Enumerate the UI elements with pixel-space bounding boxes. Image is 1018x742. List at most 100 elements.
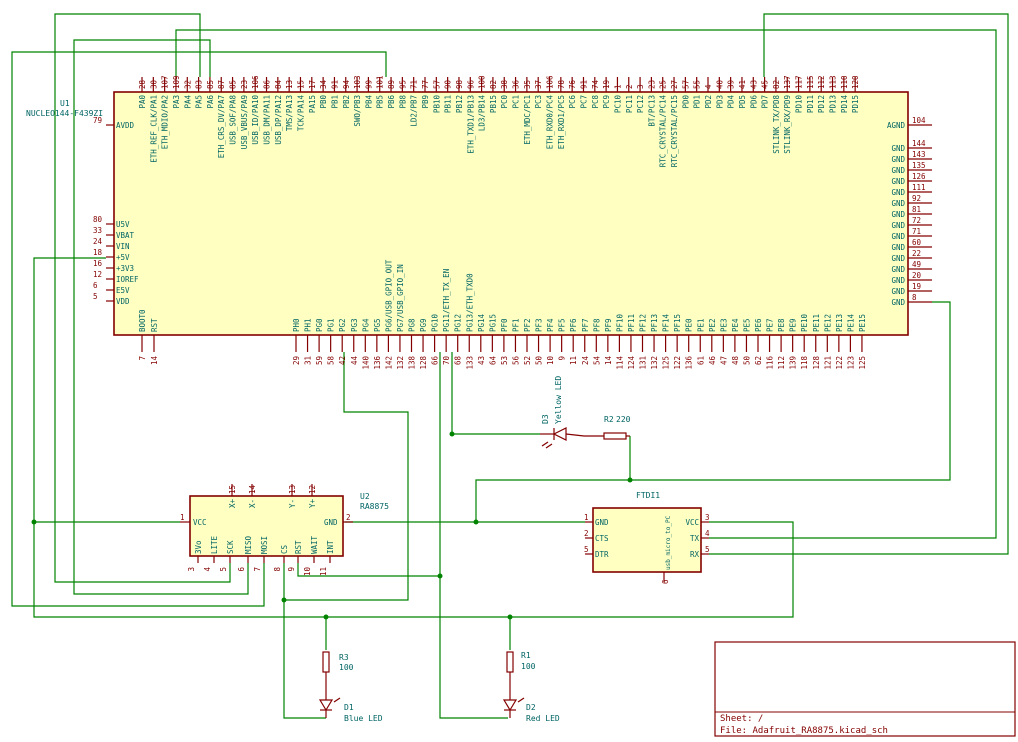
- u1-pin-num: 71: [912, 227, 921, 236]
- u1-pin-name: PF10: [615, 313, 624, 332]
- u2-pin-name: X-: [248, 499, 257, 508]
- u1-pin-name: PB0: [319, 95, 328, 109]
- led-d3[interactable]: D3 Yellow LED: [540, 376, 585, 449]
- u1-pin-name: PD7: [761, 95, 770, 109]
- u1-pin-num: 44: [350, 356, 359, 366]
- u1-pin-num: 18: [93, 248, 103, 257]
- u1-pin-name: PF12: [639, 314, 648, 332]
- u1-pin-num: 61: [696, 356, 705, 365]
- u1-pin-num: 112: [817, 75, 826, 89]
- led-d2[interactable]: D2 Red LED: [502, 697, 560, 723]
- ftdi-pin-name: GND: [595, 518, 609, 527]
- u1-pin-num: 14: [604, 356, 613, 366]
- u1-pin-num: 29: [292, 356, 301, 365]
- junction: [473, 519, 479, 525]
- led-d1[interactable]: D1 Blue LED: [318, 697, 383, 723]
- u1-pin-num: 89: [387, 80, 396, 89]
- u1-pin-num: 2: [625, 84, 634, 89]
- u1-pin-name: PE11: [812, 314, 821, 332]
- u1-pin-num: 30: [149, 79, 158, 89]
- u1-pin-num: 16: [93, 259, 103, 268]
- u1-pin-name: PF15: [673, 314, 682, 332]
- ftdi-pin-6-num: 6: [661, 579, 670, 584]
- u1-pin-name: PB15: [489, 95, 498, 113]
- u1-pin-name: GND: [891, 188, 905, 197]
- d1-value: Blue LED: [344, 714, 383, 723]
- u1-pin-name: PG1: [327, 318, 336, 332]
- u2-body[interactable]: [189, 495, 344, 557]
- u1-pin-name: PF11: [627, 314, 636, 332]
- u1-pin-num: 50: [535, 356, 544, 366]
- u1-pin-name: PC1: [512, 95, 521, 109]
- d3-ref: D3: [541, 414, 550, 424]
- u1-pin-name: +3V3: [116, 264, 134, 273]
- wire-ftdi-tx: [175, 29, 997, 539]
- u1-pin-name: PG9: [419, 318, 428, 332]
- u1-pin-name: PD3: [715, 95, 724, 109]
- u2-bottom-pins: 33Vo4LITE5SCK6MISO7MOSI8CS9RST10WAIT11IN…: [187, 535, 335, 576]
- u1-pin-name: PA15: [308, 95, 317, 113]
- d3-body[interactable]: [552, 427, 567, 441]
- u1-body[interactable]: [113, 91, 909, 336]
- u1-ref: U1: [60, 99, 70, 108]
- u1-pin-name: PB10: [432, 95, 441, 114]
- u1-pin-name: PE15: [858, 314, 867, 332]
- u1-pin-num: 140: [361, 356, 370, 370]
- u1-pin-num: 121: [823, 356, 832, 370]
- d1-body[interactable]: [318, 699, 334, 712]
- d2-body[interactable]: [502, 699, 518, 712]
- u1-pin-name: PC0: [500, 95, 509, 109]
- u1-pin-num: 58: [327, 356, 336, 366]
- u1-pin-num: 19: [912, 282, 921, 291]
- u1-pin-name: PE5: [742, 318, 751, 332]
- d1-ref: D1: [344, 703, 354, 712]
- ftdi-pin-num: 3: [705, 513, 710, 522]
- ra8875-module[interactable]: U2 RA8875 1 VCC 2 GND 15X+14X-13Y-12Y+ 3…: [180, 484, 389, 576]
- resistor-r1[interactable]: R1 100: [506, 651, 536, 700]
- u2-pin-name: INT: [326, 540, 335, 554]
- u2-pin-name: SCK: [226, 540, 235, 554]
- ftdi-ref: FTDI1: [636, 491, 660, 500]
- u1-pin-num: 138: [408, 356, 417, 370]
- u1-pin-name: PD10: [795, 95, 804, 114]
- r2-body[interactable]: [603, 432, 627, 440]
- ftdi-pin-name: TX: [690, 534, 700, 543]
- u1-pin-num: 54: [592, 356, 601, 366]
- resistor-r3[interactable]: R3 100: [322, 651, 354, 700]
- u1-pin-num: 20: [912, 271, 922, 280]
- u1-pin-name: PB6: [387, 95, 396, 109]
- u1-pin-name: PA6: [206, 95, 215, 109]
- u1-pin-name: GND: [891, 276, 905, 285]
- u1-pin-num: 81: [912, 205, 921, 214]
- u2-pin-num: 7: [253, 567, 262, 572]
- u2-pin-gnd-name: GND: [324, 518, 338, 527]
- u1-pin-num: 107: [161, 75, 170, 89]
- u1-pin-name: GND: [891, 254, 905, 263]
- nucleo-board[interactable]: U1 NUCLEO144-F439ZI 79AVDD80U5V33VBAT24V…: [26, 75, 932, 370]
- resistor-r2[interactable]: R2 220: [584, 415, 631, 440]
- u1-pin-name: PF1: [511, 318, 520, 332]
- u1-pin-name: PF6: [569, 318, 578, 332]
- u1-pin-name: PD4: [727, 95, 736, 109]
- u1-pin-num: 86: [263, 79, 272, 89]
- u1-pin-num: 87: [217, 80, 226, 89]
- u1-pin-num: 85: [206, 80, 215, 89]
- junction: [323, 614, 329, 620]
- u1-pin-num: 84: [274, 79, 283, 89]
- ftdi-body[interactable]: [592, 507, 702, 573]
- u1-pin-num: 55: [693, 80, 702, 89]
- u1-pin-name: PC11: [625, 95, 634, 113]
- u1-pin-num: 28: [138, 79, 147, 89]
- u1-pin-num: 91: [579, 80, 588, 89]
- u1-pin-name: PF7: [581, 318, 590, 332]
- u2-pin-name: WAIT: [310, 535, 319, 554]
- u1-pin-name: PB9: [421, 95, 430, 109]
- u1-pin-num: 80: [93, 215, 103, 224]
- r3-body[interactable]: [322, 651, 330, 673]
- ftdi-pin-num: 4: [705, 529, 710, 538]
- u1-pin-num: 99: [364, 80, 373, 89]
- u1-pin-name: PC9: [602, 95, 611, 109]
- r1-body[interactable]: [506, 651, 514, 673]
- u1-pin-num: 41: [738, 80, 747, 89]
